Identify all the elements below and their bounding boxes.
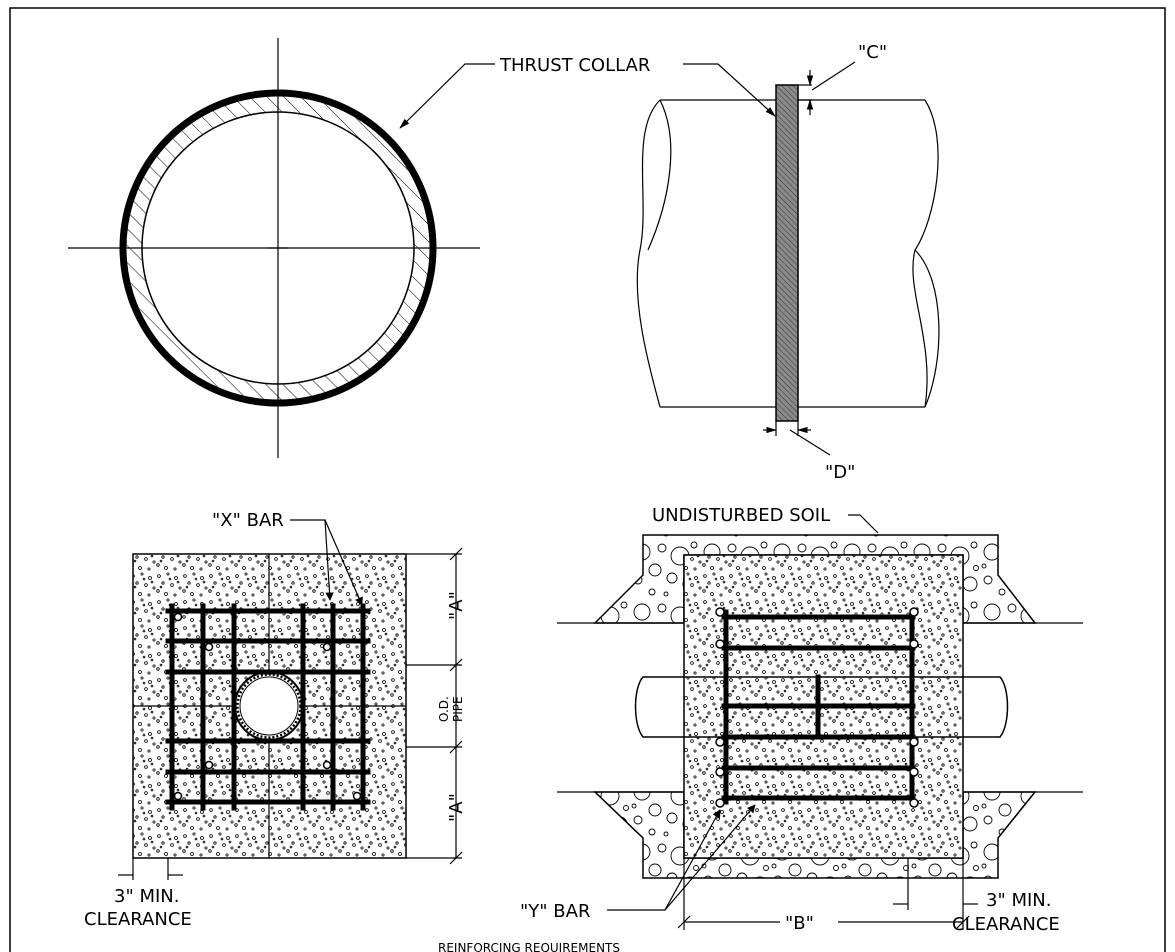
reinforcing-requirements-caption: REINFORCING REQUIREMENTS [438, 941, 620, 952]
min-clearance-right-line2: CLEARANCE [952, 914, 1060, 935]
y-bar-label: "Y" BAR [520, 901, 590, 922]
od-pipe-label-2: PIPE [451, 696, 465, 722]
d-dimension-label: "D" [825, 462, 855, 483]
thrust-collar-label: THRUST COLLAR [499, 55, 650, 76]
min-clearance-left-line2: CLEARANCE [84, 909, 192, 930]
x-bar-label: "X" BAR [212, 510, 284, 531]
od-pipe-label-1: O.D. [437, 696, 451, 722]
min-clearance-right-line1: 3" MIN. [986, 890, 1051, 911]
a-dimension-bottom-label: "A" [446, 793, 467, 822]
b-dimension-label: "B" [785, 913, 814, 934]
thrust-collar-leader [399, 63, 776, 129]
pipe-side-view [636, 61, 940, 456]
undisturbed-soil-label: UNDISTURBED SOIL [652, 505, 830, 526]
sheet-border [9, 7, 1166, 952]
c-dimension-label: "C" [858, 42, 887, 63]
pipe-cross-section [68, 38, 480, 458]
a-dimension-top-label: "A" [446, 591, 467, 620]
collar-elevation [118, 519, 463, 880]
collar-section-in-soil [557, 514, 1083, 930]
thrust-collar [775, 84, 799, 422]
min-clearance-left-line1: 3" MIN. [114, 886, 179, 907]
